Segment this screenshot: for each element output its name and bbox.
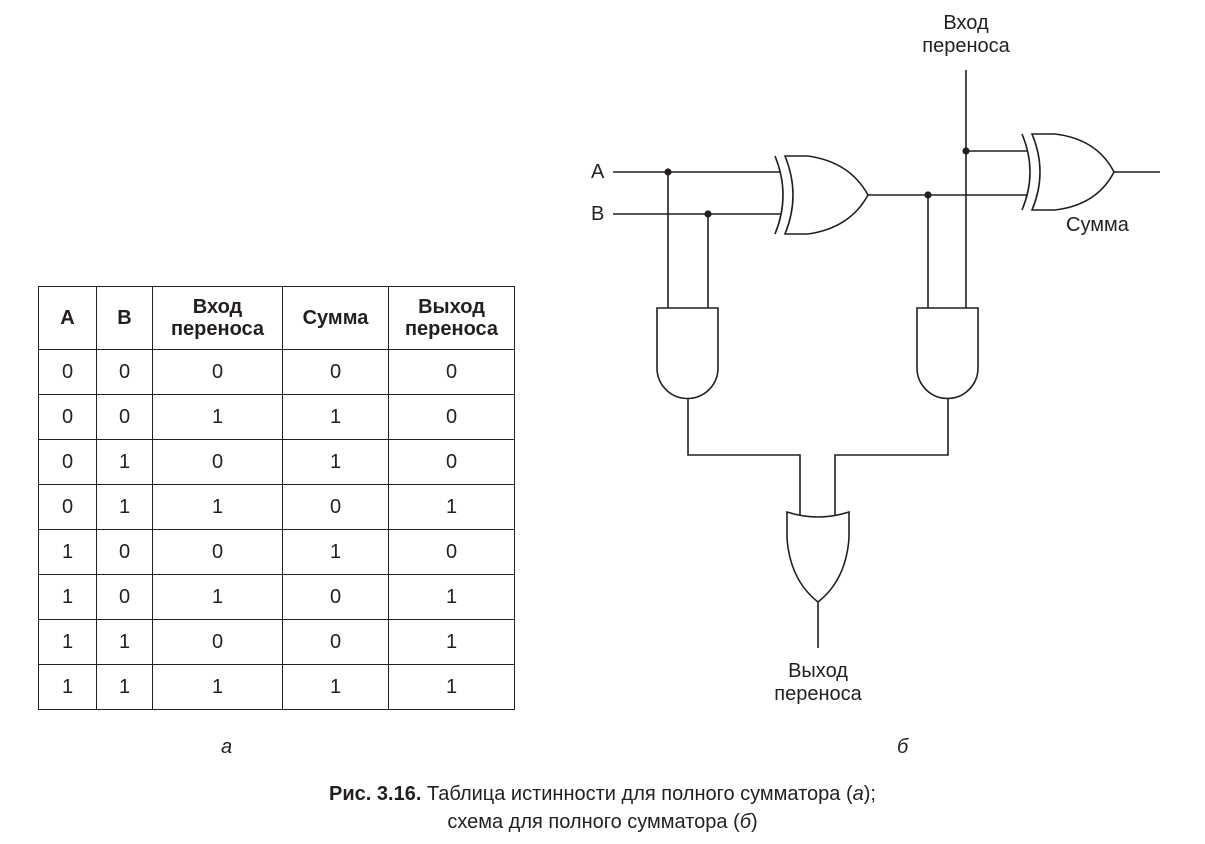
junction-dot-a [664, 168, 672, 176]
truth-table: A B Вход переноса Сумма Выход переноса 0… [38, 286, 515, 710]
label-carry-in: Вход переноса [922, 12, 1010, 57]
table-cell: 0 [96, 394, 153, 440]
table-row: 0 1 1 0 1 [38, 484, 515, 530]
header-carry-out: Выход переноса [388, 286, 515, 350]
table-row: 0 0 1 1 0 [38, 394, 515, 440]
table-cell: 1 [38, 664, 97, 710]
xor-gate-1 [774, 155, 869, 235]
xor-gate-2 [1021, 133, 1115, 211]
figure-caption-line-2: схема для полного сумматора (б) [447, 811, 758, 833]
and-gate-2 [916, 307, 979, 400]
table-cell: 0 [38, 394, 97, 440]
table-cell: 1 [388, 574, 515, 620]
header-b: B [96, 286, 153, 350]
figure-number: Рис. 3.16. [329, 783, 422, 805]
table-cell: 1 [96, 439, 153, 485]
header-sum: Сумма [282, 286, 389, 350]
figure-caption-line-1: Рис. 3.16. Таблица истинности для полног… [329, 783, 876, 805]
table-cell: 0 [152, 529, 283, 575]
table-row: 1 0 0 1 0 [38, 529, 515, 575]
table-cell: 0 [388, 394, 515, 440]
table-row: 1 1 1 1 1 [38, 664, 515, 710]
table-cell: 0 [152, 439, 283, 485]
and-gate-1 [656, 307, 719, 400]
subcaption-a: а [221, 736, 233, 758]
junction-dot-xor1-out [924, 191, 932, 199]
table-cell: 0 [282, 484, 389, 530]
table-cell: 1 [38, 529, 97, 575]
table-cell: 0 [282, 349, 389, 395]
table-cell: 1 [152, 574, 283, 620]
table-cell: 0 [152, 349, 283, 395]
table-cell: 1 [388, 664, 515, 710]
table-cell: 0 [38, 349, 97, 395]
table-cell: 0 [388, 349, 515, 395]
label-input-a: A [591, 161, 605, 183]
table-cell: 1 [96, 664, 153, 710]
table-row: 1 1 0 0 1 [38, 619, 515, 665]
label-carry-out: Выход переноса [774, 660, 862, 705]
table-cell: 0 [282, 619, 389, 665]
table-cell: 1 [388, 484, 515, 530]
figure-caption: Рис. 3.16. Таблица истинности для полног… [0, 780, 1205, 836]
label-input-b: B [591, 203, 605, 225]
wire-and1-to-or [687, 398, 801, 515]
header-a: A [38, 286, 97, 350]
table-cell: 0 [38, 439, 97, 485]
label-sum: Сумма [1066, 214, 1129, 236]
table-cell: 0 [96, 574, 153, 620]
table-cell: 1 [152, 664, 283, 710]
table-cell: 1 [282, 529, 389, 575]
table-cell: 0 [96, 529, 153, 575]
table-row: 1 0 1 0 1 [38, 574, 515, 620]
table-cell: 1 [96, 619, 153, 665]
subcaption-b: б [897, 736, 909, 758]
table-cell: 1 [388, 619, 515, 665]
table-cell: 1 [282, 394, 389, 440]
table-cell: 1 [38, 574, 97, 620]
truth-table-header-row: A B Вход переноса Сумма Выход переноса [38, 286, 515, 350]
table-cell: 1 [282, 664, 389, 710]
wire-and2-to-or [834, 398, 949, 515]
junction-dot-b [704, 210, 712, 218]
table-cell: 0 [282, 574, 389, 620]
table-cell: 0 [388, 439, 515, 485]
table-cell: 1 [152, 394, 283, 440]
junction-dot-carry-in [962, 147, 970, 155]
or-gate [786, 510, 850, 604]
